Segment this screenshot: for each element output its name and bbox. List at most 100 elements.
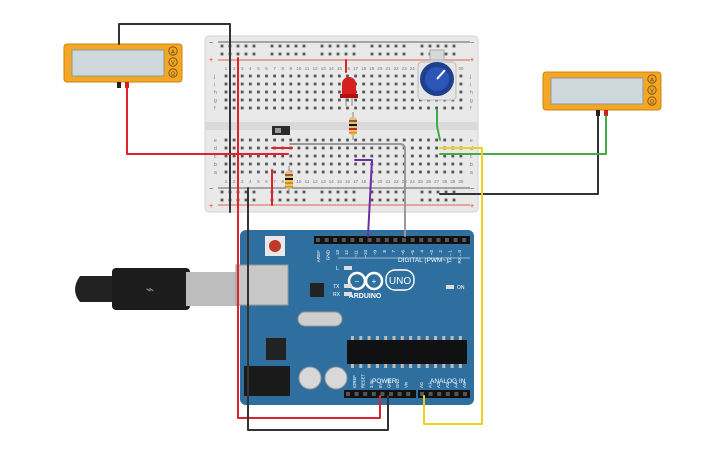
rail-hole[interactable] bbox=[336, 52, 340, 56]
breadboard-hole[interactable] bbox=[321, 90, 325, 94]
wire-red-meter-left[interactable] bbox=[126, 87, 289, 155]
breadboard-hole[interactable] bbox=[362, 170, 366, 174]
rail-hole[interactable] bbox=[394, 52, 398, 56]
breadboard-hole[interactable] bbox=[313, 146, 317, 150]
breadboard-hole[interactable] bbox=[354, 74, 357, 78]
breadboard-hole[interactable] bbox=[386, 90, 390, 94]
header-pin[interactable] bbox=[316, 238, 320, 242]
breadboard-hole[interactable] bbox=[427, 170, 430, 174]
breadboard-hole[interactable] bbox=[265, 98, 268, 102]
breadboard-hole[interactable] bbox=[346, 98, 349, 102]
breadboard-hole[interactable] bbox=[281, 74, 285, 78]
breadboard-hole[interactable] bbox=[419, 162, 422, 166]
breadboard-hole[interactable] bbox=[459, 106, 463, 110]
breadboard-hole[interactable] bbox=[281, 138, 285, 142]
breadboard-hole[interactable] bbox=[281, 154, 285, 158]
rail-hole[interactable] bbox=[370, 52, 374, 56]
header-pin[interactable] bbox=[436, 238, 441, 242]
breadboard-hole[interactable] bbox=[427, 138, 430, 142]
rail-hole[interactable] bbox=[236, 52, 240, 56]
breadboard-hole[interactable] bbox=[362, 106, 366, 110]
breadboard-hole[interactable] bbox=[273, 106, 276, 110]
multimeter-right-buttons[interactable]: A V Ω bbox=[647, 74, 657, 106]
breadboard-hole[interactable] bbox=[410, 90, 414, 94]
breadboard-hole[interactable] bbox=[451, 170, 455, 174]
breadboard-hole[interactable] bbox=[224, 154, 228, 158]
breadboard-hole[interactable] bbox=[289, 162, 293, 166]
breadboard-hole[interactable] bbox=[419, 106, 422, 110]
breadboard-hole[interactable] bbox=[338, 170, 341, 174]
breadboard-hole[interactable] bbox=[459, 138, 463, 142]
breadboard-hole[interactable] bbox=[419, 138, 422, 142]
breadboard-hole[interactable] bbox=[410, 82, 414, 86]
breadboard-hole[interactable] bbox=[346, 106, 349, 110]
breadboard-hole[interactable] bbox=[248, 162, 252, 166]
rail-hole[interactable] bbox=[270, 52, 274, 56]
breadboard-hole[interactable] bbox=[273, 82, 276, 86]
breadboard-hole[interactable] bbox=[321, 154, 325, 158]
rail-hole[interactable] bbox=[244, 198, 248, 202]
header-pin[interactable] bbox=[363, 392, 368, 396]
breadboard-hole[interactable] bbox=[248, 74, 252, 78]
breadboard-hole[interactable] bbox=[451, 106, 455, 110]
breadboard-hole[interactable] bbox=[443, 154, 447, 158]
rail-hole[interactable] bbox=[444, 44, 448, 48]
breadboard-hole[interactable] bbox=[354, 154, 357, 158]
breadboard-hole[interactable] bbox=[281, 82, 285, 86]
breadboard-hole[interactable] bbox=[370, 138, 374, 142]
header-pin[interactable] bbox=[427, 238, 432, 242]
wire-black-meter-left[interactable] bbox=[118, 23, 231, 213]
breadboard-hole[interactable] bbox=[378, 74, 382, 78]
rail-hole[interactable] bbox=[286, 190, 290, 194]
header-pin[interactable] bbox=[359, 238, 363, 242]
breadboard-hole[interactable] bbox=[394, 170, 398, 174]
breadboard-hole[interactable] bbox=[224, 98, 228, 102]
rail-hole[interactable] bbox=[428, 44, 432, 48]
rail-hole[interactable] bbox=[278, 52, 282, 56]
breadboard-hole[interactable] bbox=[410, 106, 414, 110]
breadboard-hole[interactable] bbox=[321, 106, 325, 110]
breadboard-hole[interactable] bbox=[281, 98, 285, 102]
rail-hole[interactable] bbox=[294, 190, 298, 194]
rail-hole[interactable] bbox=[352, 44, 356, 48]
rail-hole[interactable] bbox=[302, 190, 306, 194]
breadboard-hole[interactable] bbox=[240, 146, 244, 150]
breadboard-hole[interactable] bbox=[265, 154, 268, 158]
rail-hole[interactable] bbox=[220, 52, 224, 56]
breadboard-hole[interactable] bbox=[240, 170, 244, 174]
breadboard-hole[interactable] bbox=[297, 106, 301, 110]
breadboard-hole[interactable] bbox=[329, 170, 333, 174]
breadboard-hole[interactable] bbox=[386, 146, 390, 150]
breadboard-hole[interactable] bbox=[338, 154, 341, 158]
breadboard-hole[interactable] bbox=[410, 74, 414, 78]
breadboard-hole[interactable] bbox=[378, 82, 382, 86]
breadboard-hole[interactable] bbox=[443, 162, 447, 166]
breadboard-hole[interactable] bbox=[329, 82, 333, 86]
breadboard-hole[interactable] bbox=[378, 138, 382, 142]
breadboard-hole[interactable] bbox=[305, 154, 309, 158]
breadboard-hole[interactable] bbox=[338, 90, 341, 94]
breadboard-hole[interactable] bbox=[224, 146, 228, 150]
header-pin[interactable] bbox=[380, 392, 385, 396]
header-pin[interactable] bbox=[445, 238, 449, 242]
breadboard-hole[interactable] bbox=[362, 98, 366, 102]
breadboard-hole[interactable] bbox=[410, 154, 414, 158]
breadboard-hole[interactable] bbox=[410, 162, 414, 166]
breadboard-hole[interactable] bbox=[232, 162, 236, 166]
breadboard-hole[interactable] bbox=[257, 138, 260, 142]
breadboard-hole[interactable] bbox=[265, 74, 268, 78]
header-pin[interactable] bbox=[371, 392, 376, 396]
rail-hole[interactable] bbox=[328, 44, 332, 48]
breadboard-hole[interactable] bbox=[346, 138, 349, 142]
breadboard-hole[interactable] bbox=[232, 146, 236, 150]
wires[interactable] bbox=[118, 23, 607, 431]
rail-hole[interactable] bbox=[286, 44, 290, 48]
breadboard-hole[interactable] bbox=[451, 138, 455, 142]
rail-hole[interactable] bbox=[220, 190, 224, 194]
breadboard-hole[interactable] bbox=[305, 106, 309, 110]
rail-hole[interactable] bbox=[320, 198, 324, 202]
breadboard-hole[interactable] bbox=[394, 106, 398, 110]
rail-hole[interactable] bbox=[452, 190, 456, 194]
rail-hole[interactable] bbox=[320, 190, 324, 194]
